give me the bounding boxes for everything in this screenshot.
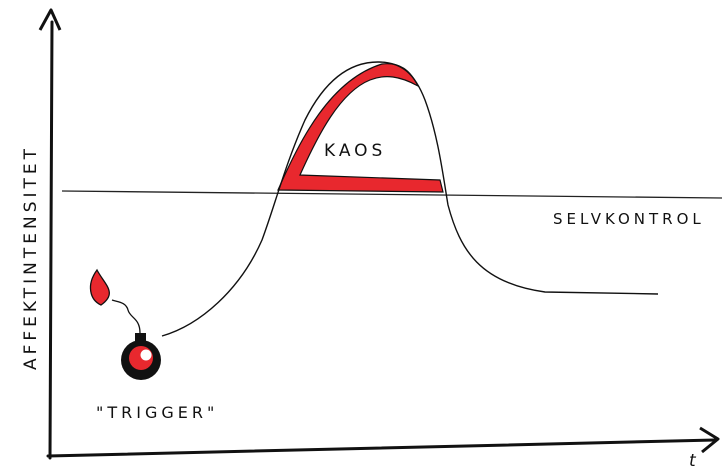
chaos-region [277, 63, 444, 193]
chaos-label: KAOS [324, 141, 386, 161]
x-axis-label: t [689, 451, 700, 468]
y-axis-label: AFFEKTINTENSITET [21, 145, 41, 370]
y-axis-arrow [38, 8, 62, 31]
bomb-icon [89, 268, 161, 380]
affect-curve [161, 61, 659, 337]
y-axis-line [48, 20, 54, 460]
x-axis-line [46, 438, 717, 458]
x-axis-arrow [699, 426, 720, 454]
threshold-line [61, 190, 723, 199]
trigger-label: "TRIGGER" [96, 403, 218, 422]
threshold-label: SELVKONTROL [553, 210, 705, 228]
